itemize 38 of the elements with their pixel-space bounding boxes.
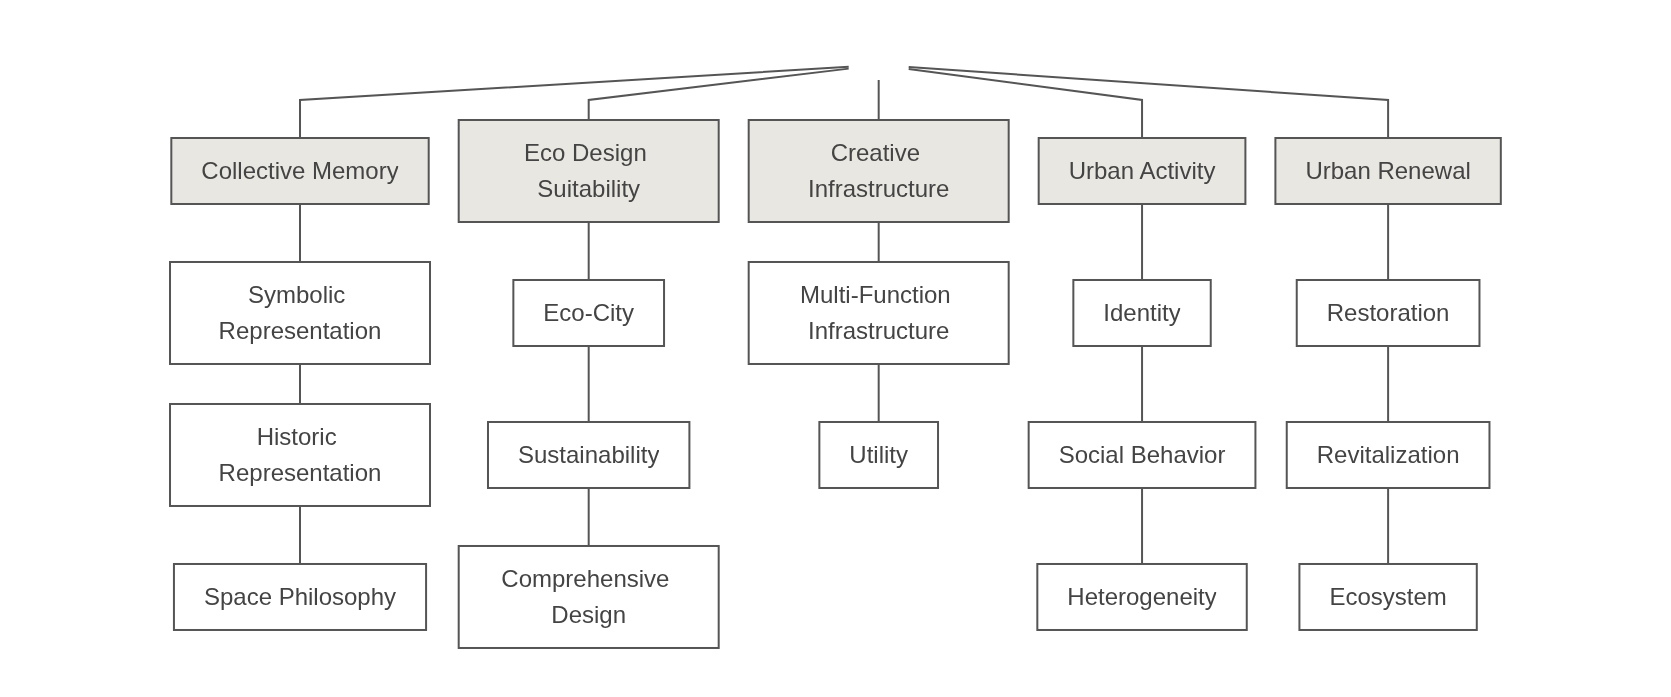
connector-line (587, 344, 590, 423)
concept-box: Multi-Function Infrastructure (747, 260, 1010, 365)
connector-line (1141, 202, 1144, 281)
connector-line (1141, 344, 1144, 423)
connector-line (877, 362, 880, 423)
connector-line (1387, 344, 1390, 423)
connector-line (587, 67, 850, 121)
category-box: Creative Infrastructure (747, 118, 1010, 223)
category-box: Eco Design Suitability (457, 118, 720, 223)
concept-box: Ecosystem (1298, 562, 1478, 631)
connector-line (1387, 202, 1390, 281)
concept-box: Symbolic Representation (169, 260, 432, 365)
concept-box: Comprehensive Design (457, 544, 720, 649)
concept-box: Restoration (1295, 278, 1481, 347)
concept-box: Identity (1072, 278, 1212, 347)
concept-box: Utility (818, 420, 940, 489)
category-box: Collective Memory (170, 136, 430, 205)
connector-line (907, 67, 1144, 139)
connector-line (299, 504, 302, 565)
connector-line (1141, 486, 1144, 565)
connector-line (907, 65, 1390, 139)
concept-box: Sustainability (487, 420, 691, 489)
category-box: Urban Activity (1037, 136, 1247, 205)
connector-line (1387, 486, 1390, 565)
connector-line (299, 362, 302, 405)
concept-box: Social Behavior (1027, 420, 1257, 489)
connector-line (877, 78, 880, 121)
concept-box: Historic Representation (169, 402, 432, 507)
category-box: Urban Renewal (1274, 136, 1502, 205)
connector-line (299, 202, 302, 263)
concept-box: Space Philosophy (173, 562, 428, 631)
concept-box: Heterogeneity (1036, 562, 1248, 631)
connector-line (587, 486, 590, 547)
connector-line (587, 220, 590, 281)
connector-line (877, 220, 880, 263)
concept-box: Revitalization (1285, 420, 1491, 489)
connector-line (299, 65, 850, 139)
concept-box: Eco-City (512, 278, 666, 347)
